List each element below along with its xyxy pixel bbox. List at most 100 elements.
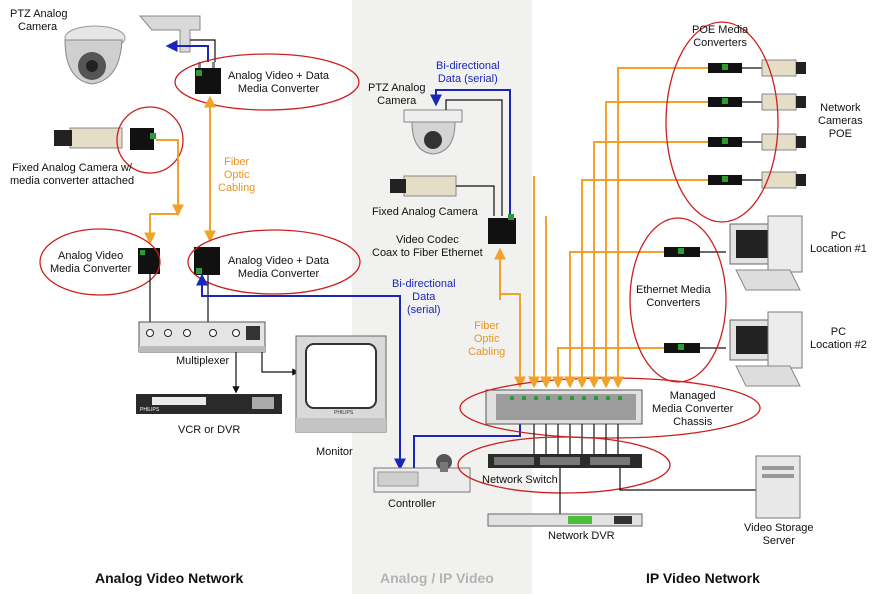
ptz-camera-left-label: PTZ Analog Camera: [10, 8, 67, 34]
fiber-cabling-middle-label: Fiber Optic Cabling: [468, 320, 505, 359]
label-line: Optic: [473, 333, 500, 345]
network-dvr-label: Network DVR: [548, 530, 615, 542]
label-line: Cameras: [818, 115, 863, 127]
fiber-link-codec-2: [499, 293, 520, 386]
network-dvr-device: [487, 513, 643, 527]
label-line: Bi-directional: [436, 60, 500, 72]
monitor-device: PHILIPS: [295, 335, 387, 433]
label-line: Video Codec: [395, 234, 459, 246]
video-codec-label: Video Codec Coax to Fiber Ethernet: [372, 234, 483, 260]
label-line: Cabling: [218, 182, 256, 194]
monitor-label: Monitor: [316, 446, 353, 458]
label-line: Converters: [693, 37, 748, 49]
network-switch-label: Network Switch: [482, 474, 558, 486]
ptz-camera-middle-label: PTZ Analog Camera: [368, 82, 425, 108]
poe-links: [742, 67, 762, 181]
analog-video-converter-label: Analog Video Media Converter: [50, 250, 131, 276]
label-line: Camera: [18, 21, 58, 33]
fixed-camera-middle: [390, 175, 457, 197]
section-ip: IP Video Network: [646, 570, 760, 586]
label-line: Bi-directional: [392, 278, 456, 290]
converter-bottom-label: Analog Video + Data Media Converter: [228, 255, 329, 281]
poe-converters: [708, 63, 742, 185]
brand-badge: PHILIPS: [140, 407, 160, 413]
ptz-camera-left: [64, 15, 201, 85]
coax-link: [456, 185, 495, 216]
pc1-label: PC Location #1: [810, 230, 867, 256]
fiber-bundle: [528, 67, 708, 389]
chassis-device: [485, 389, 643, 425]
managed-chassis-label: Managed Media Converter Chassis: [652, 390, 733, 429]
label-line: Data (serial): [437, 73, 498, 85]
label-line: Analog Video + Data: [228, 70, 330, 82]
label-line: (serial): [406, 304, 441, 316]
bidirectional-middle-label: Bi-directional Data (serial): [392, 278, 456, 317]
label-line: Fiber: [224, 156, 250, 168]
highlight-ellipse: [39, 228, 161, 296]
label-line: Analog Video + Data: [228, 255, 330, 267]
bidirectional-top-label: Bi-directional Data (serial): [436, 60, 500, 86]
ethernet-bundle: [533, 424, 619, 454]
pc2-device: [729, 311, 803, 387]
controller-label: Controller: [388, 498, 436, 510]
section-analog: Analog Video Network: [95, 570, 244, 586]
label-line: Managed: [669, 390, 716, 402]
label-line: Coax to Fiber Ethernet: [372, 247, 483, 259]
label-line: Location #2: [810, 339, 867, 351]
label-line: Converters: [646, 297, 701, 309]
label-line: Media Converter: [237, 83, 320, 95]
label-line: Optic: [223, 169, 250, 181]
converter-bottom-device: [194, 247, 220, 275]
fiber-link-fixed-2: [144, 213, 178, 245]
fiber-cabling-left-label: Fiber Optic Cabling: [218, 156, 255, 195]
label-line: PC: [830, 326, 847, 338]
pc1-device: [729, 215, 803, 291]
label-line: Cabling: [468, 346, 506, 358]
label-line: Camera: [377, 95, 417, 107]
label-line: Network: [820, 102, 861, 114]
highlight-ellipse: [116, 106, 184, 174]
label-line: Location #1: [810, 243, 867, 255]
label-line: POE: [828, 128, 852, 140]
serial-link-controller: [196, 273, 406, 471]
label-line: Ethernet Media: [636, 284, 711, 296]
network-cameras-label: Network Cameras POE: [818, 102, 863, 141]
highlight-ellipse: [629, 217, 727, 383]
serial-link-ptz-left: [165, 40, 209, 62]
fixed-camera-left: [54, 127, 156, 150]
label-line: PTZ Analog: [10, 8, 68, 20]
label-line: Data: [412, 291, 436, 303]
poe-converters-label: POE Media Converters: [692, 24, 748, 50]
label-line: media converter attached: [10, 175, 135, 187]
label-line: Server: [762, 535, 795, 547]
network-switch-device: [488, 454, 642, 468]
monitor-link: [261, 352, 300, 376]
storage-server-label: Video Storage Server: [744, 522, 814, 548]
highlight-ellipse: [457, 436, 671, 494]
vcr-label: VCR or DVR: [178, 424, 241, 436]
label-line: Fixed Analog Camera w/: [12, 162, 132, 174]
ethernet-converters-label: Ethernet Media Converters: [636, 284, 711, 310]
section-middle: Analog / IP Video: [380, 570, 494, 586]
network-cameras: [761, 59, 806, 189]
fixed-camera-middle-label: Fixed Analog Camera: [372, 206, 478, 218]
coax-link-ptz-left: [190, 39, 216, 62]
label-line: Media Converter: [652, 403, 734, 415]
fiber-link-fixed: [156, 139, 184, 217]
multiplexer-device: [138, 321, 266, 353]
brand-badge: PHILIPS: [334, 410, 354, 416]
label-line: Video Storage: [744, 522, 814, 534]
pc2-label: PC Location #2: [810, 326, 867, 352]
label-line: Media Converter: [237, 268, 320, 280]
video-codec-device: [488, 214, 516, 244]
converter-top-device: [195, 62, 221, 94]
ptz-camera-middle: [403, 109, 463, 155]
label-line: POE Media: [692, 24, 749, 36]
analog-video-converter-device: [138, 248, 160, 274]
label-line: PC: [830, 230, 847, 242]
highlight-ellipse: [174, 53, 360, 111]
storage-link: [619, 468, 756, 491]
label-line: PTZ Analog: [368, 82, 426, 94]
